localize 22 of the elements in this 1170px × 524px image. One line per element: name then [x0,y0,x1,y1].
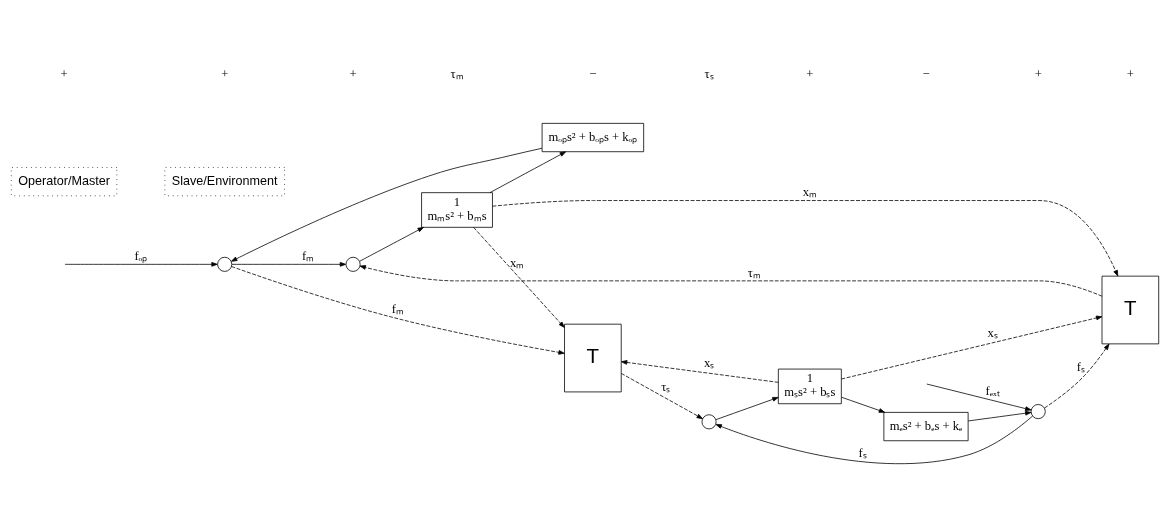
edge-label: fₒₚ [134,248,148,263]
label: − [589,66,597,81]
label: + [349,66,357,81]
edge-label: fₘ [302,248,315,263]
edge-label: fₛ [1076,359,1085,374]
edge-label: xₘ [802,184,817,199]
label: + [60,66,68,81]
label: + [1126,66,1134,81]
label: τₛ [704,66,714,81]
label: + [1034,66,1042,81]
edge-label: fₛ [858,445,867,460]
label: − [922,66,930,81]
edge-label: τₘ [747,265,761,280]
edge-label: fₑₓₜ [985,383,1000,398]
edge-label: xₘ [510,255,525,270]
edge-label: τₛ [661,379,671,394]
label: + [221,66,229,81]
edge-label: xₛ [703,355,715,370]
label: τₘ [450,66,464,81]
label: + [806,66,814,81]
edge-label: fₘ [391,301,405,316]
edge-label: xₛ [987,325,998,340]
